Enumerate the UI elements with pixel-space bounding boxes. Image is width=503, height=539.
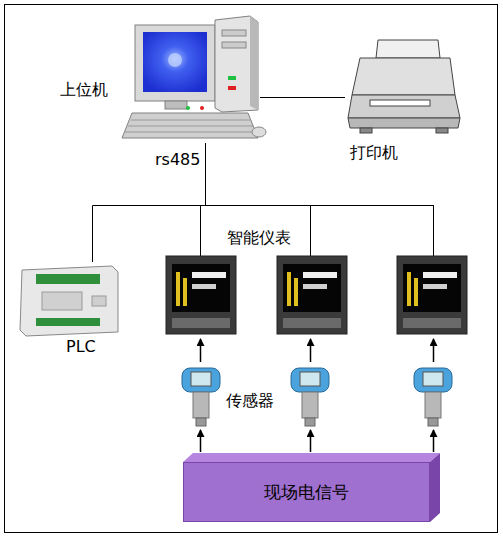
- node-label: PLC: [66, 337, 96, 357]
- connector-line: [93, 143, 206, 262]
- frame: [5, 5, 498, 533]
- meter-illustrations: [166, 256, 467, 334]
- device-node: PLC: [18, 262, 118, 357]
- connector-line: [260, 97, 345, 98]
- field-box-faces: [183, 453, 440, 522]
- device-node: 打印机: [345, 30, 465, 170]
- node-label: 上位机: [60, 80, 108, 100]
- device-node: 上位机: [55, 15, 260, 143]
- printer-illustration: [348, 40, 460, 133]
- node-label: 打印机: [350, 143, 398, 163]
- text-label: rs485: [155, 150, 200, 170]
- signal-arrows: [201, 339, 434, 452]
- text-label: 智能仪表: [227, 228, 291, 248]
- field-signal-box: 现场电信号: [183, 462, 430, 522]
- rs485-bus: [201, 205, 434, 256]
- plc-illustration: [20, 266, 118, 336]
- node-label: 现场电信号: [264, 482, 349, 502]
- computer-illustration: [122, 16, 266, 138]
- sensor-illustrations: [182, 368, 452, 426]
- text-label: 传感器: [226, 391, 274, 411]
